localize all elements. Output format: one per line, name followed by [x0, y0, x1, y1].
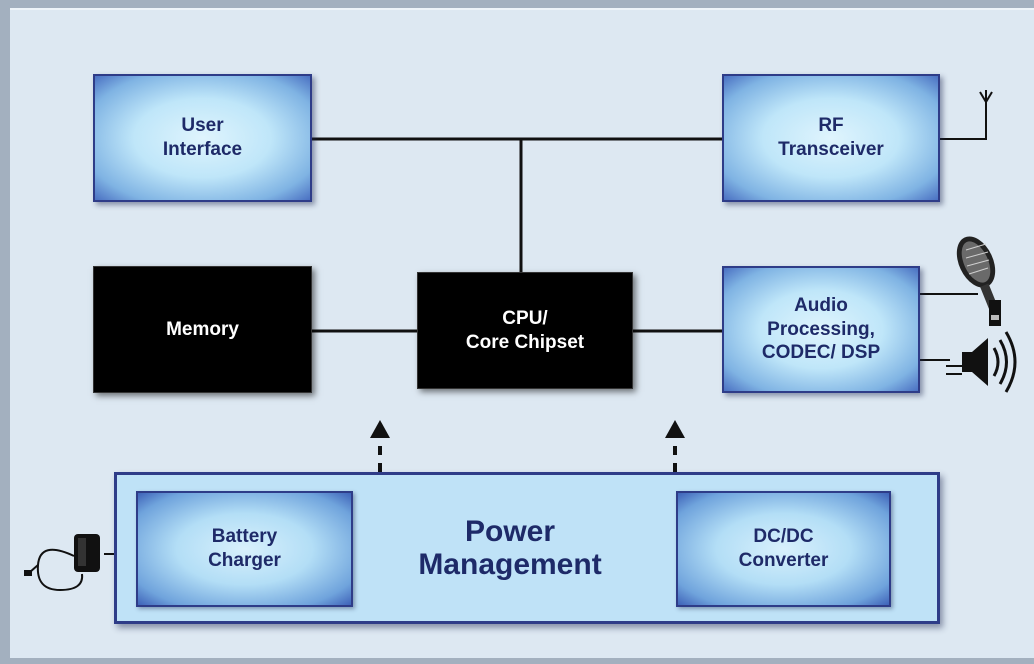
arrow-left-head — [370, 420, 390, 438]
audio-label-3: CODEC/ DSP — [761, 342, 881, 364]
memory-block: Memory — [93, 266, 312, 393]
battery-label-1: Battery — [211, 526, 278, 548]
audio-label-1: Audio — [794, 294, 848, 316]
rf-label-2: Transceiver — [778, 139, 884, 160]
dcdc-label-2: Converter — [738, 550, 829, 571]
microphone-icon — [956, 236, 1001, 326]
power-adapter-icon — [24, 534, 100, 592]
rf-transceiver-block: RF Transceiver — [722, 74, 940, 202]
cpu-label-2: Core Chipset — [465, 331, 585, 353]
cpu-block: CPU/ Core Chipset — [417, 272, 633, 389]
cpu-label-1: CPU/ — [502, 307, 548, 329]
power-title-1: Power — [464, 515, 556, 548]
dc-dc-converter-block: DC/DC Converter — [676, 491, 891, 607]
memory-label: Memory — [166, 318, 239, 340]
battery-charger-block: Battery Charger — [136, 491, 353, 607]
arrow-right-head — [665, 420, 685, 438]
rf-label-1: RF — [818, 115, 844, 137]
dcdc-label-1: DC/DC — [753, 526, 814, 548]
power-management-title: Power Management — [395, 515, 625, 581]
battery-label-2: Charger — [208, 550, 281, 571]
audio-label-2: Processing, — [767, 318, 875, 340]
speaker-icon — [946, 331, 1017, 393]
power-title-2: Management — [418, 548, 602, 581]
user-interface-block: User Interface — [93, 74, 312, 202]
antenna-icon — [940, 90, 993, 140]
user-interface-label-2: Interface — [162, 139, 243, 160]
audio-processing-block: Audio Processing, CODEC/ DSP — [722, 266, 920, 393]
user-interface-label-1: User — [181, 115, 224, 137]
